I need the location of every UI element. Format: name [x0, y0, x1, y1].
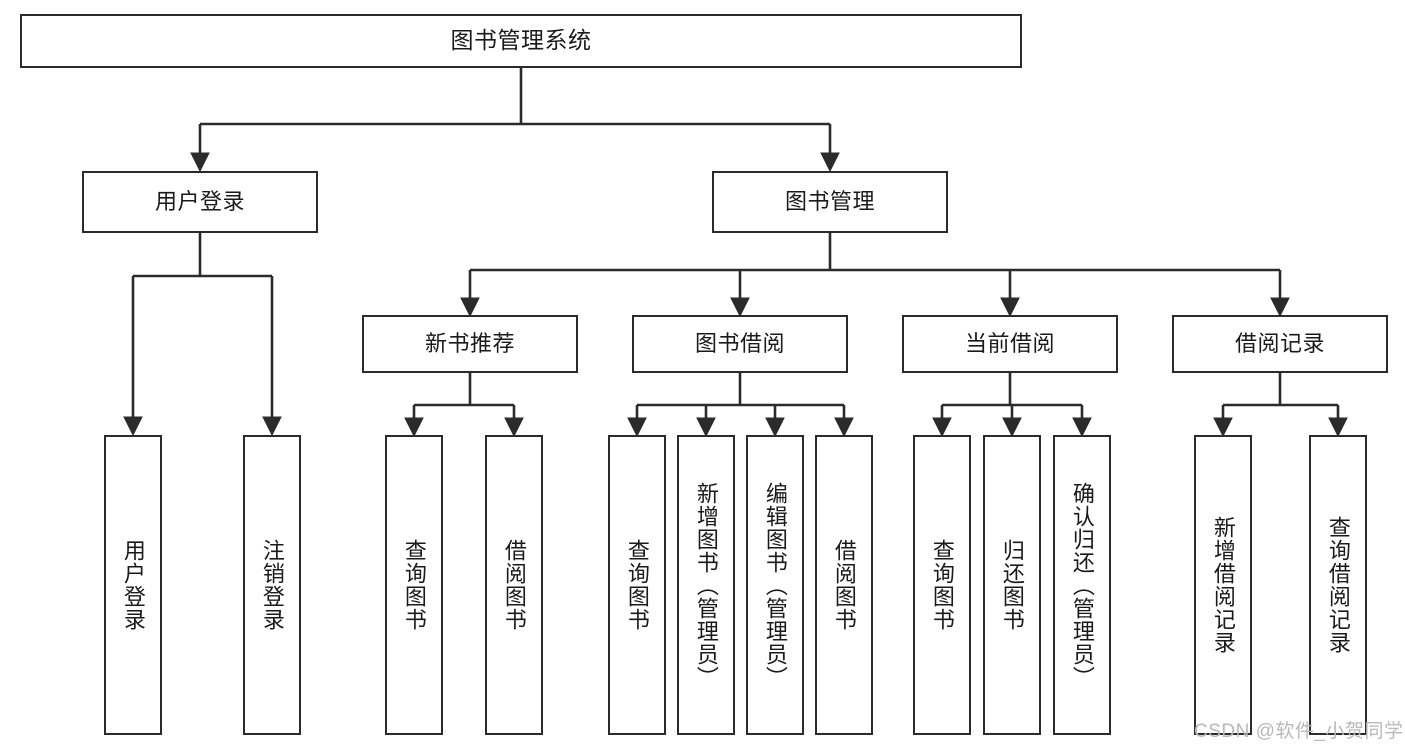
node-user-login[interactable]: 用户登录: [82, 171, 318, 233]
node-leaf-user-login-label: 用户登录: [120, 539, 146, 631]
node-leaf-borrow-add[interactable]: 新增图书（管理员）: [677, 435, 735, 735]
node-current-borrow[interactable]: 当前借阅: [902, 315, 1118, 373]
node-borrow-record-label: 借阅记录: [1234, 330, 1325, 356]
node-leaf-borrow-edit-label: 编辑图书（管理员）: [762, 481, 788, 689]
node-leaf-cur-confirm[interactable]: 确认归还（管理员）: [1053, 435, 1111, 735]
node-leaf-rec-add-label: 新增借阅记录: [1210, 516, 1236, 654]
node-new-book-rec-label: 新书推荐: [424, 330, 515, 356]
node-book-borrow-label: 图书借阅: [694, 330, 785, 356]
node-root[interactable]: 图书管理系统: [20, 14, 1022, 68]
node-leaf-cur-query-label: 查询图书: [929, 539, 955, 631]
node-leaf-borrow-add-label: 新增图书（管理员）: [693, 481, 719, 689]
node-borrow-record[interactable]: 借阅记录: [1172, 315, 1388, 373]
node-book-manage[interactable]: 图书管理: [712, 171, 948, 233]
node-leaf-rec-query[interactable]: 查询图书: [385, 435, 443, 735]
node-leaf-user-logout-label: 注销登录: [259, 539, 285, 631]
node-leaf-user-logout[interactable]: 注销登录: [243, 435, 301, 735]
node-leaf-cur-return[interactable]: 归还图书: [983, 435, 1041, 735]
node-leaf-rec-search[interactable]: 查询借阅记录: [1309, 435, 1367, 735]
node-user-login-label: 用户登录: [154, 188, 245, 214]
node-leaf-borrow-lend-label: 借阅图书: [831, 539, 857, 631]
csdn-watermark: CSDN @软件_小贺同学: [1194, 721, 1404, 742]
node-leaf-cur-query[interactable]: 查询图书: [913, 435, 971, 735]
node-current-borrow-label: 当前借阅: [964, 330, 1055, 356]
node-leaf-rec-add[interactable]: 新增借阅记录: [1194, 435, 1252, 735]
node-leaf-user-login[interactable]: 用户登录: [104, 435, 162, 735]
node-leaf-rec-search-label: 查询借阅记录: [1325, 516, 1351, 654]
node-new-book-rec[interactable]: 新书推荐: [362, 315, 578, 373]
node-leaf-borrow-lend[interactable]: 借阅图书: [815, 435, 873, 735]
node-leaf-cur-return-label: 归还图书: [999, 539, 1025, 631]
node-book-manage-label: 图书管理: [784, 188, 875, 214]
node-leaf-rec-query-label: 查询图书: [401, 539, 427, 631]
node-leaf-borrow-edit[interactable]: 编辑图书（管理员）: [746, 435, 804, 735]
node-leaf-borrow-query-label: 查询图书: [624, 539, 650, 631]
node-leaf-borrow-query[interactable]: 查询图书: [608, 435, 666, 735]
node-leaf-rec-borrow[interactable]: 借阅图书: [485, 435, 543, 735]
node-leaf-rec-borrow-label: 借阅图书: [501, 539, 527, 631]
node-book-borrow[interactable]: 图书借阅: [632, 315, 848, 373]
node-root-label: 图书管理系统: [450, 27, 592, 54]
node-leaf-cur-confirm-label: 确认归还（管理员）: [1069, 481, 1095, 689]
